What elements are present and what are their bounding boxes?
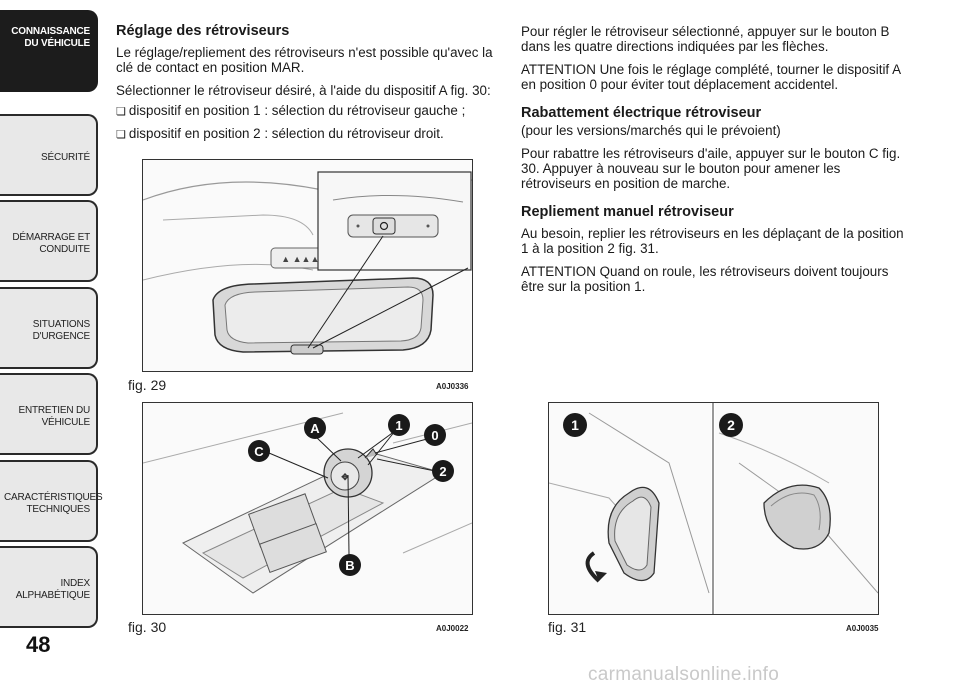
tab-label-line2: VÉHICULE [41,417,91,428]
tab-label-line1: SITUATIONS [32,319,90,330]
tab-entretien-du-vehicule[interactable]: ENTRETIEN DU VÉHICULE [0,373,98,455]
tab-situations-durgence[interactable]: SITUATIONS D'URGENCE [0,287,98,369]
figure-31-code: A0J0035 [846,624,879,633]
figure-30-code: A0J0022 [436,624,469,633]
right-column: Pour régler le rétroviseur sélectionné, … [521,24,911,302]
paragraph: Pour rabattre les rétroviseurs d'aile, a… [521,146,901,191]
tab-caracteristiques-techniques[interactable]: CARACTÉRISTIQUES TECHNIQUES [0,460,103,542]
tab-label-line1: CONNAISSANCE [11,26,90,37]
chapter-sidebar: CONNAISSANCE DU VÉHICULE SÉCURITÉ DÉMARR… [0,0,103,686]
tab-label-line1: SÉCURITÉ [41,152,90,163]
figure-30-mirror-control: ✥ A 1 0 2 C B [142,402,473,615]
tab-label-line1: CARACTÉRISTIQUES [4,492,103,503]
bullet-item: dispositif en position 1 : sélection du … [116,103,501,120]
watermark: carmanualsonline.info [588,664,780,685]
paragraph: Le réglage/repliement des rétroviseurs n… [116,45,493,75]
label-1: 1 [395,418,402,433]
label-b: B [345,558,354,573]
rearview-mirror-illustration: ▲ ▲▲▲ ▲ [143,171,472,355]
label-a: A [310,421,320,436]
figure-31-caption: fig. 31 [548,619,587,635]
tab-index-alphabetique[interactable]: INDEX ALPHABÉTIQUE [0,546,98,628]
folding-mirror-illustration: 1 2 [549,403,878,614]
label-2: 2 [439,464,446,479]
tab-label-line2: TECHNIQUES [26,504,90,515]
section-heading-reglage: Réglage des rétroviseurs [116,23,290,39]
label-c: C [254,444,264,459]
mirror-control-illustration: ✥ A 1 0 2 C B [143,412,472,594]
paragraph: (pour les versions/marchés qui le prévoi… [521,123,781,138]
figure-29-rearview-mirror: ▲ ▲▲▲ ▲ [142,159,473,372]
paragraph: Sélectionner le rétroviseur désiré, à l'… [116,83,491,98]
tab-label-line1: INDEX [60,578,90,589]
tab-label-line2: DU VÉHICULE [24,38,90,49]
tab-label-line2: ALPHABÉTIQUE [15,590,90,601]
paragraph: Pour régler le rétroviseur sélectionné, … [521,24,890,54]
figure-30-caption: fig. 30 [128,619,167,635]
left-column: Réglage des rétroviseurs Le réglage/repl… [116,24,501,149]
paragraph: ATTENTION Une fois le réglage complété, … [521,62,901,92]
label-0: 0 [431,428,438,443]
figure-31-folding-mirror: 1 2 [548,402,879,615]
tab-connaissance-du-vehicule[interactable]: CONNAISSANCE DU VÉHICULE [0,10,98,92]
tab-label-line1: DÉMARRAGE ET [12,232,90,243]
tab-securite[interactable]: SÉCURITÉ [0,114,98,196]
paragraph: Au besoin, replier les rétroviseurs en l… [521,226,904,256]
section-heading-repliement: Repliement manuel rétroviseur [521,204,734,220]
tab-demarrage-et-conduite[interactable]: DÉMARRAGE ET CONDUITE [0,200,98,282]
tab-label-line2: D'URGENCE [32,331,91,342]
svg-text:▲ ▲▲▲ ▲: ▲ ▲▲▲ ▲ [281,254,331,264]
paragraph: ATTENTION Quand on roule, les rétroviseu… [521,264,889,294]
figure-29-code: A0J0336 [436,382,469,391]
label-2: 2 [727,417,735,433]
figure-29-caption: fig. 29 [128,377,167,393]
label-1: 1 [571,417,579,433]
section-heading-rabattement: Rabattement électrique rétroviseur [521,105,762,121]
tab-label-line2: CONDUITE [39,244,90,255]
tab-label-line1: ENTRETIEN DU [18,405,91,416]
svg-text:✥: ✥ [341,472,349,482]
bullet-item: dispositif en position 2 : sélection du … [116,126,501,143]
page-number: 48 [26,632,51,657]
